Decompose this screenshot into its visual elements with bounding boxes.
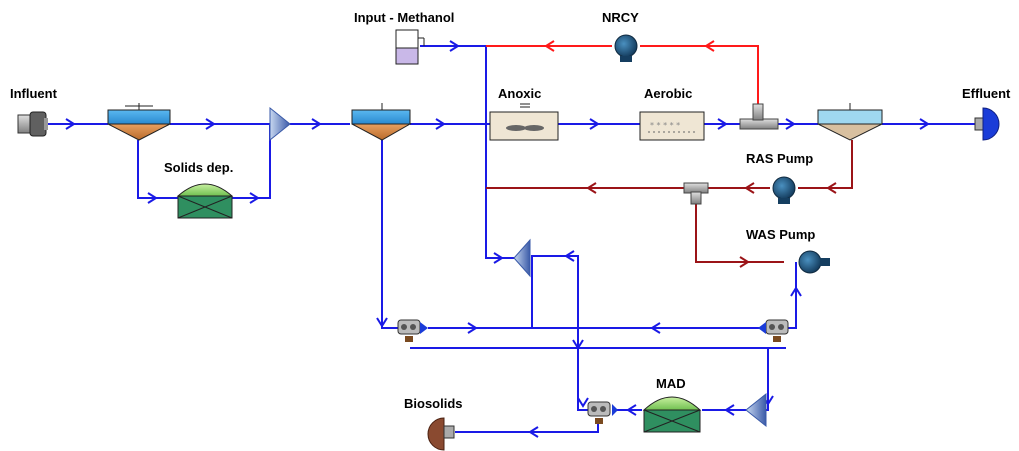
ras-tee[interactable] [683,182,709,205]
aerobic-tank[interactable]: * * * * * [639,111,705,141]
blue-pipes [45,45,978,433]
mad-label: MAD [656,376,686,391]
clarifier-1[interactable] [107,103,171,141]
blue-arrows [65,40,930,438]
biosolids-label: Biosolids [404,396,463,411]
anoxic-tank[interactable] [489,103,559,141]
solids-dep-digester[interactable] [176,183,234,219]
anoxic-label: Anoxic [498,86,541,101]
thickener-left[interactable] [397,319,428,342]
splitter-2[interactable] [513,238,531,278]
nrcy-recycle-line [486,40,759,112]
splitter-3[interactable] [745,392,767,428]
ras-pump[interactable] [772,176,796,204]
was-pump[interactable] [798,250,830,274]
influent-label: Influent [10,86,58,101]
clarifier-2[interactable] [351,103,412,141]
tee-fitting[interactable] [739,103,779,130]
svg-text:* * * * *: * * * * * [650,121,680,130]
influent-source[interactable] [17,111,48,137]
ras-pump-label: RAS Pump [746,151,813,166]
aerobic-label: Aerobic [644,86,692,101]
ras-line [486,140,853,268]
dewatering-unit[interactable] [587,401,618,424]
biosolids-sink[interactable] [427,417,455,451]
mad-digester[interactable] [642,396,702,433]
effluent-sink[interactable] [974,107,1000,141]
was-pump-label: WAS Pump [746,227,815,242]
input-methanol-label: Input - Methanol [354,10,454,25]
methanol-tank[interactable] [395,29,425,65]
splitter-1[interactable] [269,106,291,142]
nrcy-label: NRCY [602,10,639,25]
secondary-clarifier[interactable] [817,103,883,141]
thickener-right[interactable] [758,319,789,342]
nrcy-pump[interactable] [614,34,638,62]
effluent-label: Effluent [962,86,1011,101]
solids-dep-label: Solids dep. [164,160,233,175]
